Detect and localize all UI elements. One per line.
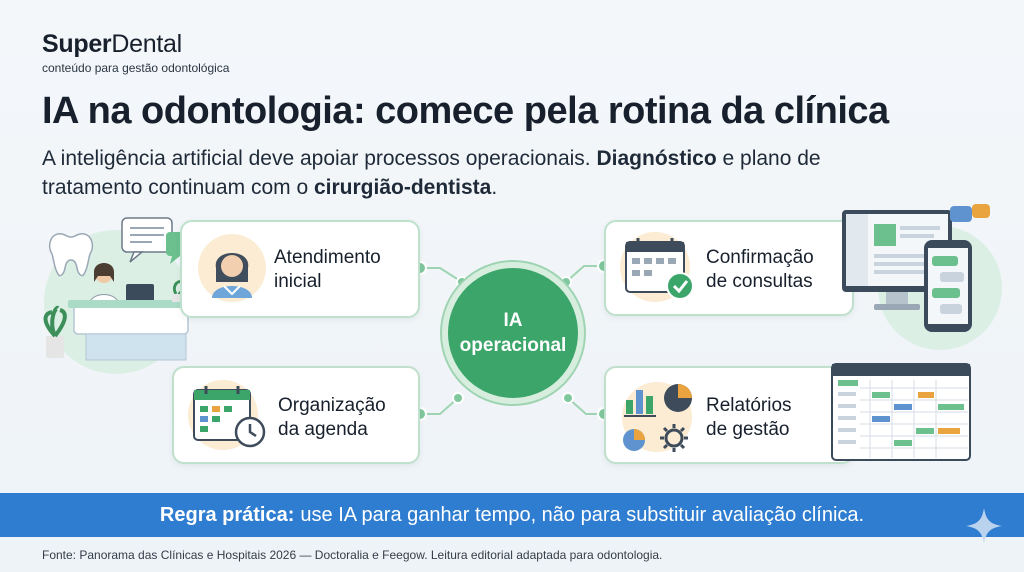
rule-banner: Regra prática: use IA para ganhar tempo,… — [0, 493, 1024, 537]
calendar-clock-icon — [193, 386, 266, 448]
tooth-icon — [48, 233, 94, 277]
source-note: Fonte: Panorama das Clínicas e Hospitais… — [42, 548, 663, 562]
brand: SuperDental conteúdo para gestão odontol… — [42, 30, 229, 75]
monitor-icon — [842, 210, 952, 310]
monitor-phone-illustration — [842, 204, 1002, 350]
chat-bubble-icon — [950, 204, 990, 222]
sparkle-icon — [966, 508, 1002, 544]
gear-icon — [660, 424, 688, 452]
page-subtitle: A inteligência artificial deve apoiar pr… — [42, 147, 821, 199]
rule-text: use IA para ganhar tempo, não para subst… — [300, 503, 865, 526]
page-title: IA na odontologia: comece pela rotina da… — [42, 90, 889, 132]
reception-illustration — [43, 217, 192, 374]
bar-chart-icon — [623, 384, 692, 452]
rule-label: Regra prática: — [159, 503, 295, 526]
spreadsheet-icon — [831, 363, 971, 461]
center-ia-operacional: IA operacional — [442, 262, 584, 404]
brand-tagline: conteúdo para gestão odontológica — [42, 61, 230, 75]
smartphone-icon — [924, 240, 972, 332]
receptionist-icon — [87, 263, 154, 309]
person-icon — [212, 253, 252, 298]
pie-chart-icon — [623, 384, 692, 451]
calendar-check-icon — [625, 238, 694, 300]
brand-name: SuperDental — [42, 30, 182, 58]
